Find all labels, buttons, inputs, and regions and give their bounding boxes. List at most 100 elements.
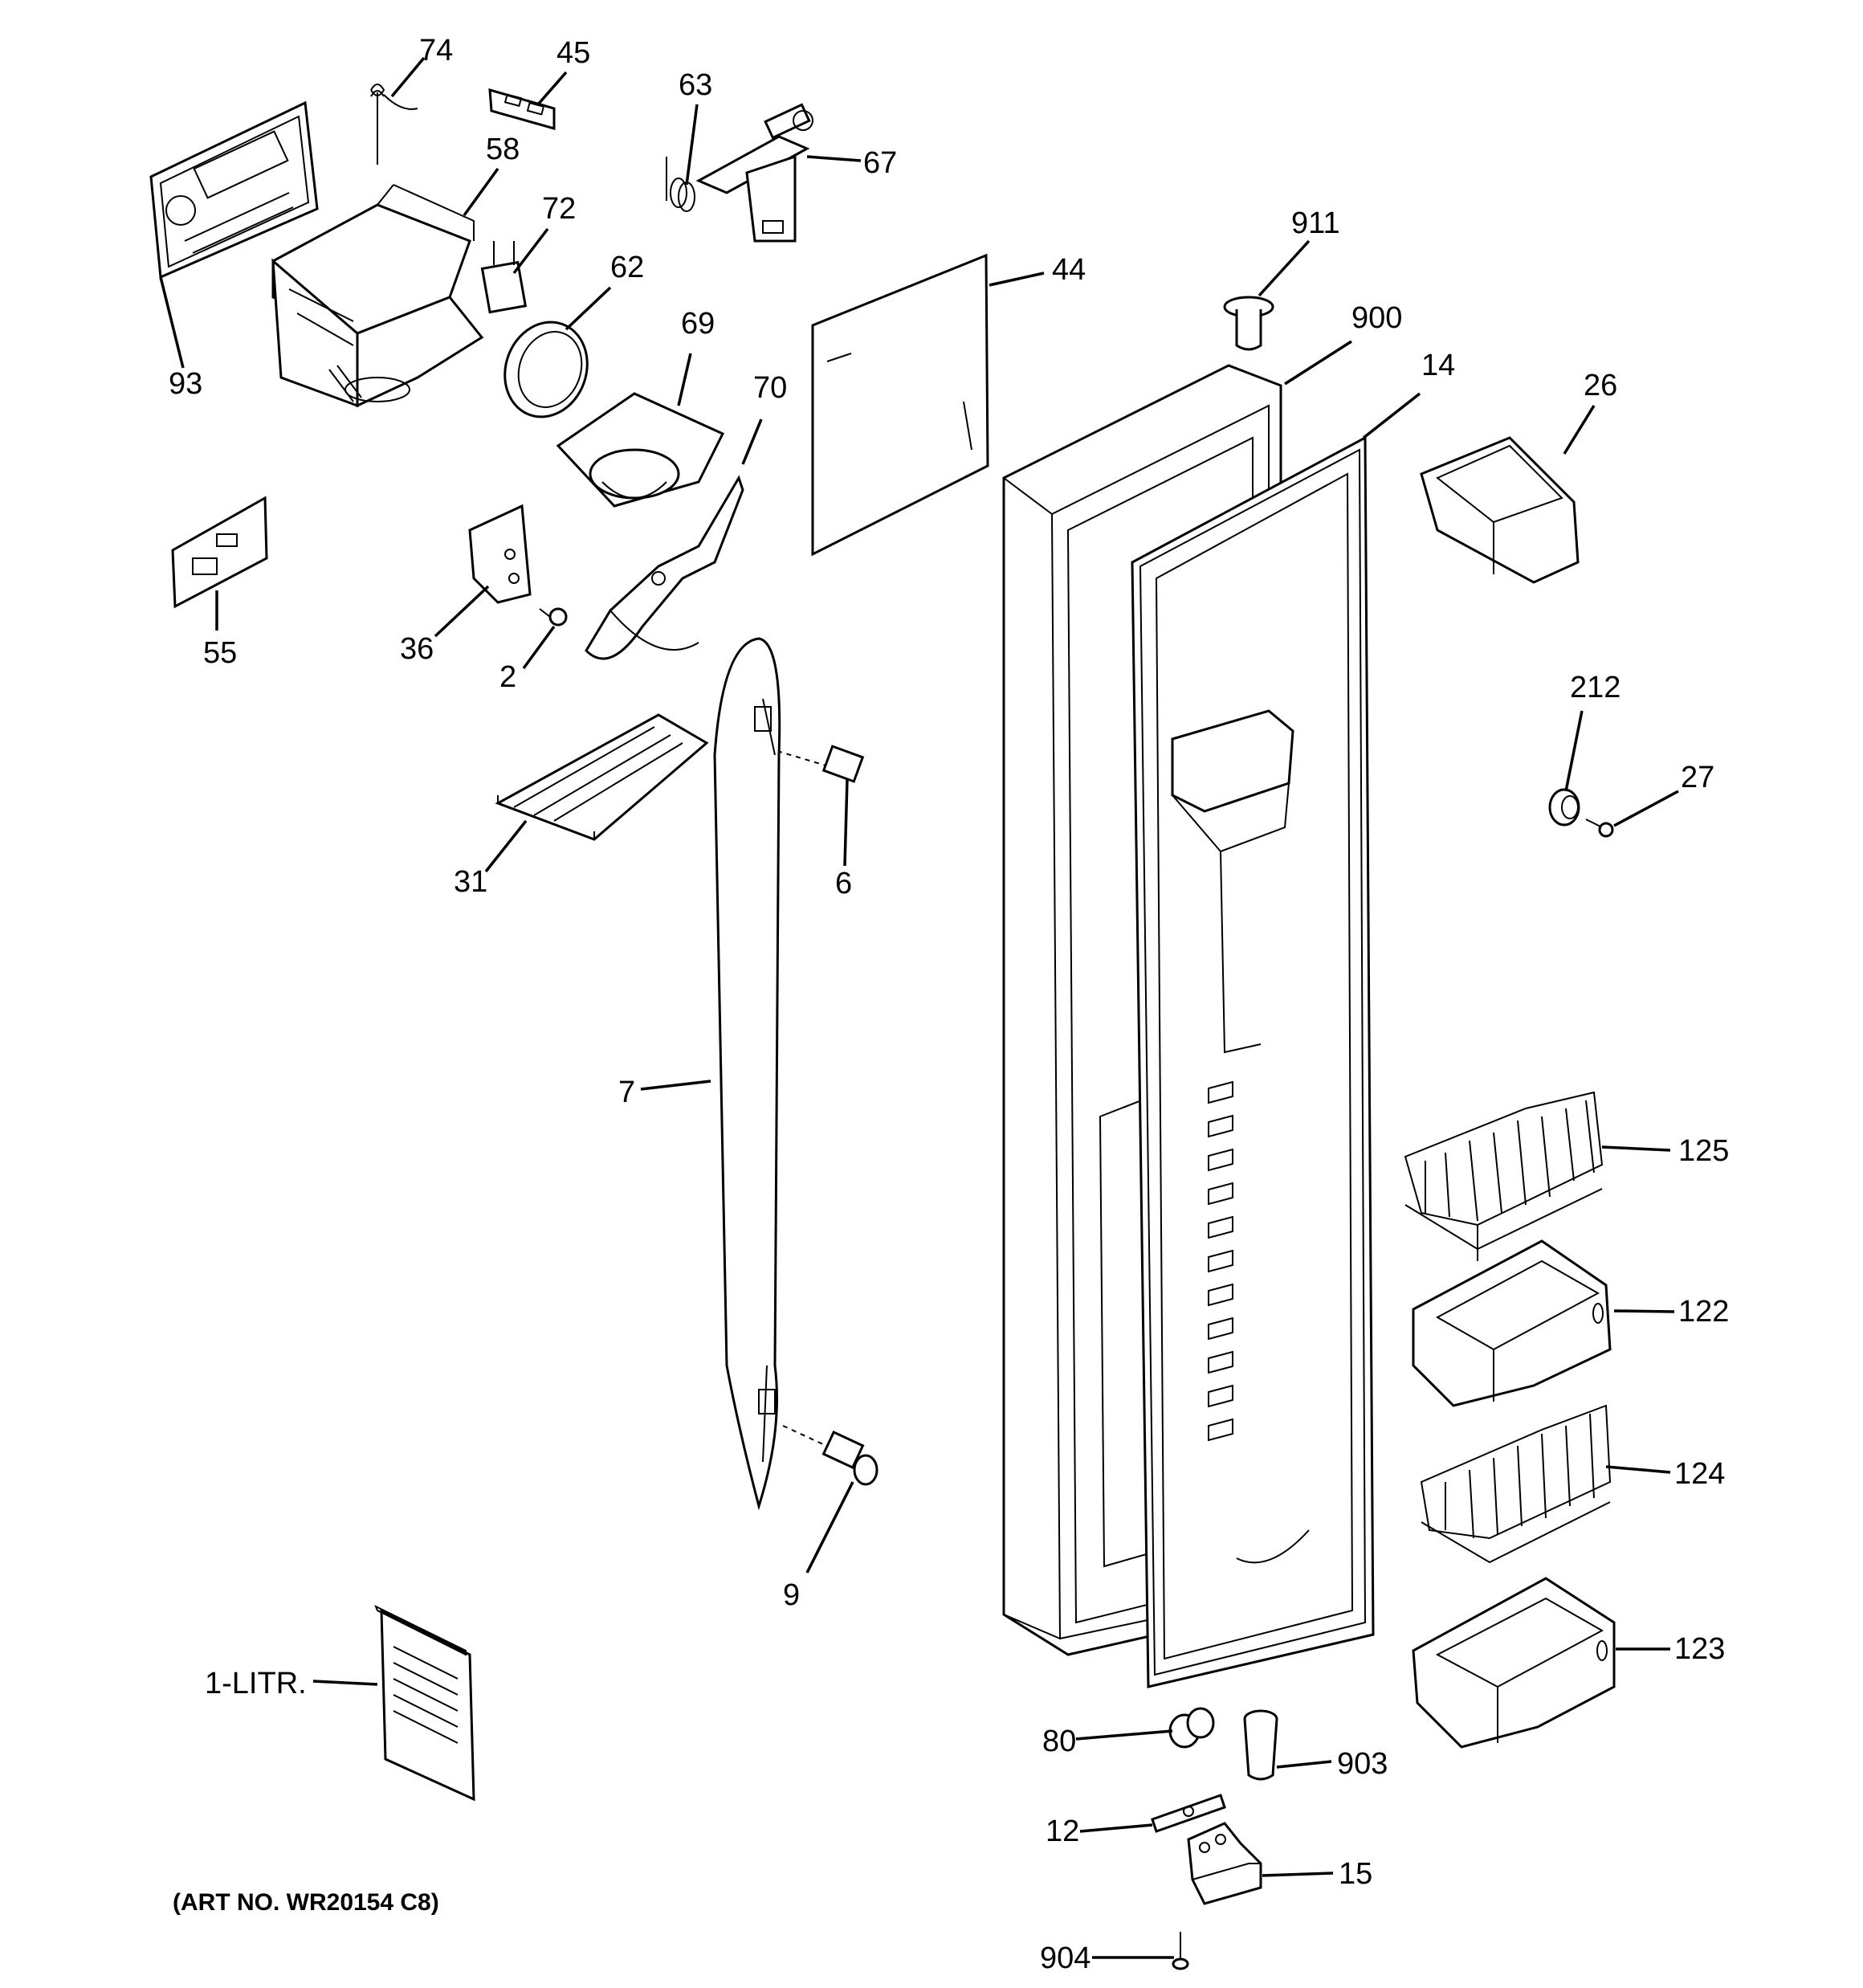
callout-9: 9: [783, 1578, 800, 1612]
leader-45: [536, 71, 568, 106]
leader-6: [843, 778, 849, 867]
callout-12: 12: [1046, 1815, 1079, 1848]
callout-6: 6: [835, 867, 852, 900]
leader-62: [565, 286, 612, 331]
leader-80: [1075, 1729, 1173, 1741]
shelf-ribs: [1208, 1080, 1233, 1442]
part-15-hinge: [1187, 1822, 1262, 1905]
leader-27: [1613, 790, 1679, 827]
part-74-spring: [370, 84, 418, 165]
callout-2: 2: [499, 660, 516, 694]
callout-74: 74: [419, 34, 453, 67]
callout-904: 904: [1040, 1941, 1090, 1975]
callout-55: 55: [203, 636, 237, 670]
part-93-control-panel: [149, 100, 319, 280]
callout-7: 7: [618, 1076, 635, 1109]
callout-14: 14: [1421, 349, 1455, 382]
part-62-ring: [503, 320, 589, 418]
leader-15: [1262, 1872, 1334, 1877]
leader-900: [1284, 340, 1352, 386]
leader-67: [806, 155, 862, 162]
part-31-tray: [495, 713, 709, 841]
leader-lines: [159, 56, 1679, 1959]
callout-212: 212: [1570, 671, 1620, 704]
leader-1-litr: [312, 1680, 378, 1686]
callout-labels: 74 45 63 67 58 72 62 93 69 70 44 911 900…: [169, 34, 1729, 1975]
callout-80: 80: [1042, 1725, 1076, 1758]
leader-74: [390, 56, 426, 98]
callout-123: 123: [1674, 1632, 1725, 1666]
part-45-bracket: [488, 88, 556, 130]
part-9-screw: [782, 1425, 879, 1486]
part-58-housing: [271, 184, 484, 408]
callout-900: 900: [1351, 301, 1402, 335]
leader-911: [1258, 239, 1311, 297]
leader-36: [434, 585, 490, 638]
callout-62: 62: [610, 251, 644, 284]
part-122-bin: [1412, 1239, 1612, 1407]
part-903-pin: [1243, 1709, 1278, 1781]
part-123-bin: [1412, 1577, 1616, 1749]
part-904-screw: [1172, 1932, 1189, 1970]
leader-44: [989, 271, 1045, 287]
callout-125: 125: [1678, 1134, 1729, 1168]
part-69-funnel: [556, 392, 725, 508]
part-12-shim: [1151, 1794, 1226, 1833]
leader-31: [484, 819, 528, 873]
part-911-bushing: [1223, 296, 1274, 351]
part-125-wire-bin: [1404, 1091, 1604, 1261]
leader-2: [522, 625, 556, 670]
callout-69: 69: [681, 307, 715, 341]
part-1-litr-manual: [374, 1604, 475, 1802]
part-124-wire-bin: [1420, 1404, 1612, 1564]
part-72-switch: [480, 241, 528, 314]
part-2-screw: [539, 607, 568, 627]
art-number: (ART NO. WR20154 C8): [173, 1889, 439, 1916]
callout-122: 122: [1678, 1295, 1729, 1329]
leader-14: [1362, 392, 1421, 439]
callout-45: 45: [556, 36, 590, 70]
callout-1-litr: 1-LITR.: [205, 1667, 307, 1700]
callout-26: 26: [1584, 369, 1617, 402]
callout-911: 911: [1291, 206, 1340, 240]
callout-72: 72: [542, 192, 576, 226]
leader-12: [1079, 1823, 1153, 1833]
leader-9: [805, 1481, 854, 1574]
part-44-panel: [811, 253, 989, 557]
callout-70: 70: [753, 371, 787, 405]
part-27-screw: [1585, 818, 1614, 838]
part-67-actuator: [695, 103, 813, 243]
leader-72: [512, 227, 549, 275]
leader-125: [1601, 1145, 1671, 1152]
part-26-bin: [1420, 436, 1580, 584]
leader-212: [1564, 710, 1584, 792]
callout-58: 58: [486, 133, 520, 166]
callout-124: 124: [1674, 1457, 1725, 1491]
leader-70: [741, 418, 763, 465]
callout-903: 903: [1337, 1747, 1388, 1781]
leader-58: [463, 167, 499, 217]
leader-93: [159, 276, 185, 369]
leader-69: [677, 353, 692, 406]
part-55-plate: [171, 496, 268, 609]
leader-7: [640, 1080, 711, 1091]
leader-122: [1613, 1309, 1675, 1313]
callout-67: 67: [863, 146, 897, 180]
callout-93: 93: [169, 367, 202, 401]
leader-26: [1563, 405, 1596, 455]
leader-63: [685, 104, 699, 186]
callout-44: 44: [1052, 253, 1086, 287]
leader-124: [1605, 1465, 1671, 1474]
part-212-bumper: [1548, 788, 1580, 827]
part-36-bracket: [468, 504, 532, 604]
part-70-lever: [585, 475, 744, 660]
callout-63: 63: [679, 68, 712, 102]
callout-31: 31: [454, 865, 487, 899]
callout-36: 36: [400, 632, 434, 666]
part-7-handle: [713, 637, 781, 1511]
callout-15: 15: [1339, 1857, 1372, 1891]
part-14-gasket: [1131, 435, 1375, 1688]
part-80-plug: [1168, 1707, 1215, 1749]
callout-27: 27: [1681, 761, 1714, 794]
